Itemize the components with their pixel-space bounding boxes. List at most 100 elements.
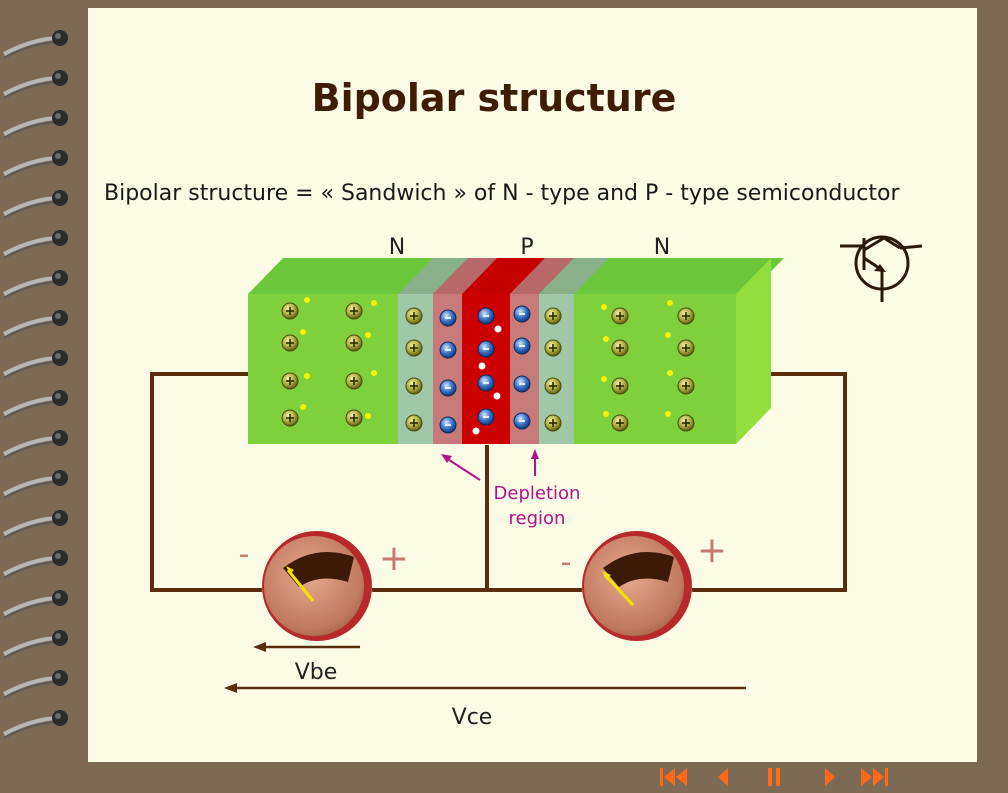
negative-ion (439, 416, 457, 434)
binding-ring (3, 70, 68, 99)
free-electron (365, 413, 371, 419)
n-region-collector (574, 294, 736, 444)
semiconductor-block (248, 258, 784, 444)
negative-ion (477, 408, 495, 426)
vce-label: Vce (452, 705, 493, 730)
binding-ring (3, 510, 68, 539)
positive-ion (544, 414, 562, 432)
vce-arrow (224, 683, 746, 693)
hole (470, 425, 482, 437)
next-icon[interactable] (811, 764, 847, 790)
free-electron (304, 297, 310, 303)
negative-ion (477, 374, 495, 392)
meter-right-minus: - (561, 545, 572, 580)
binding-ring (3, 550, 68, 579)
binding-ring (3, 670, 68, 699)
negative-ion (439, 309, 457, 327)
region-label-n-right: N (654, 235, 670, 260)
negative-ion (513, 305, 531, 323)
positive-ion (281, 334, 299, 352)
vbe-arrow (253, 642, 360, 652)
binding-ring (3, 470, 68, 499)
positive-ion (611, 339, 629, 357)
free-electron (300, 404, 306, 410)
depletion-label-line2: region (509, 508, 566, 529)
region-label-p: P (520, 235, 533, 260)
positive-ion (345, 409, 363, 427)
charge-carriers (281, 297, 695, 437)
binding-ring (3, 590, 68, 619)
hole (476, 360, 488, 372)
slide-navigation (656, 764, 896, 790)
previous-icon[interactable] (706, 764, 742, 790)
positive-ion (281, 302, 299, 320)
positive-ion (611, 414, 629, 432)
positive-ion (281, 409, 299, 427)
negative-ion (513, 412, 531, 430)
free-electron (667, 370, 673, 376)
free-electron (365, 332, 371, 338)
region-label-n-left: N (389, 235, 405, 260)
hole (491, 390, 503, 402)
binding-ring (3, 630, 68, 659)
voltmeter-right (582, 531, 692, 641)
free-electron (603, 411, 609, 417)
positive-ion (611, 307, 629, 325)
positive-ion (544, 339, 562, 357)
binding-ring (3, 310, 68, 339)
binding-ring (3, 150, 68, 179)
binding-ring (3, 390, 68, 419)
free-electron (665, 411, 671, 417)
circuit-wires (150, 372, 847, 592)
positive-ion (677, 414, 695, 432)
positive-ion (405, 414, 423, 432)
free-electron (667, 300, 673, 306)
positive-ion (544, 307, 562, 325)
depletion-annotation (441, 449, 539, 481)
meter-left-minus: - (239, 537, 250, 572)
positive-ion (677, 339, 695, 357)
n-region-emitter (248, 294, 398, 444)
vbe-label: Vbe (295, 660, 338, 685)
positive-ion (405, 307, 423, 325)
pause-icon[interactable] (756, 764, 792, 790)
binding-ring (3, 190, 68, 219)
notebook-binding (3, 30, 68, 739)
first-icon[interactable] (656, 764, 692, 790)
free-electron (665, 332, 671, 338)
positive-ion (405, 377, 423, 395)
positive-ion (345, 302, 363, 320)
meter-left-plus: + (379, 538, 409, 579)
free-electron (601, 376, 607, 382)
negative-ion (439, 379, 457, 397)
positive-ion (677, 377, 695, 395)
slide-title: Bipolar structure (311, 76, 677, 120)
slide-subtitle: Bipolar structure = « Sandwich » of N - … (104, 181, 900, 206)
meter-right-plus: + (697, 530, 727, 571)
binding-ring (3, 30, 68, 59)
free-electron (371, 370, 377, 376)
binding-ring (3, 270, 68, 299)
positive-ion (611, 377, 629, 395)
negative-ion (513, 337, 531, 355)
positive-ion (345, 334, 363, 352)
negative-ion (477, 307, 495, 325)
negative-ion (477, 340, 495, 358)
positive-ion (544, 377, 562, 395)
binding-ring (3, 350, 68, 379)
positive-ion (345, 372, 363, 390)
free-electron (603, 336, 609, 342)
free-electron (304, 373, 310, 379)
free-electron (371, 300, 377, 306)
positive-ion (677, 307, 695, 325)
positive-ion (281, 372, 299, 390)
negative-ion (513, 375, 531, 393)
binding-ring (3, 110, 68, 139)
free-electron (300, 329, 306, 335)
hole (492, 323, 504, 335)
voltmeter-left (262, 531, 372, 641)
binding-ring (3, 430, 68, 459)
last-icon[interactable] (856, 764, 892, 790)
binding-ring (3, 710, 68, 739)
